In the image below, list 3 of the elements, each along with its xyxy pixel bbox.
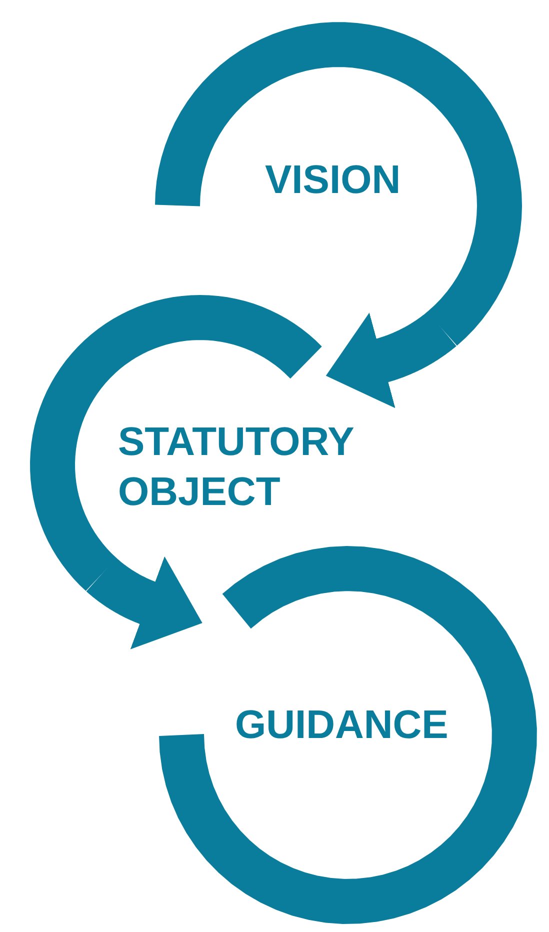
stage-label: GUIDANCE: [235, 702, 450, 749]
stage-label: VISION: [265, 157, 402, 204]
stage-label: STATUTORY OBJECT: [118, 419, 355, 516]
